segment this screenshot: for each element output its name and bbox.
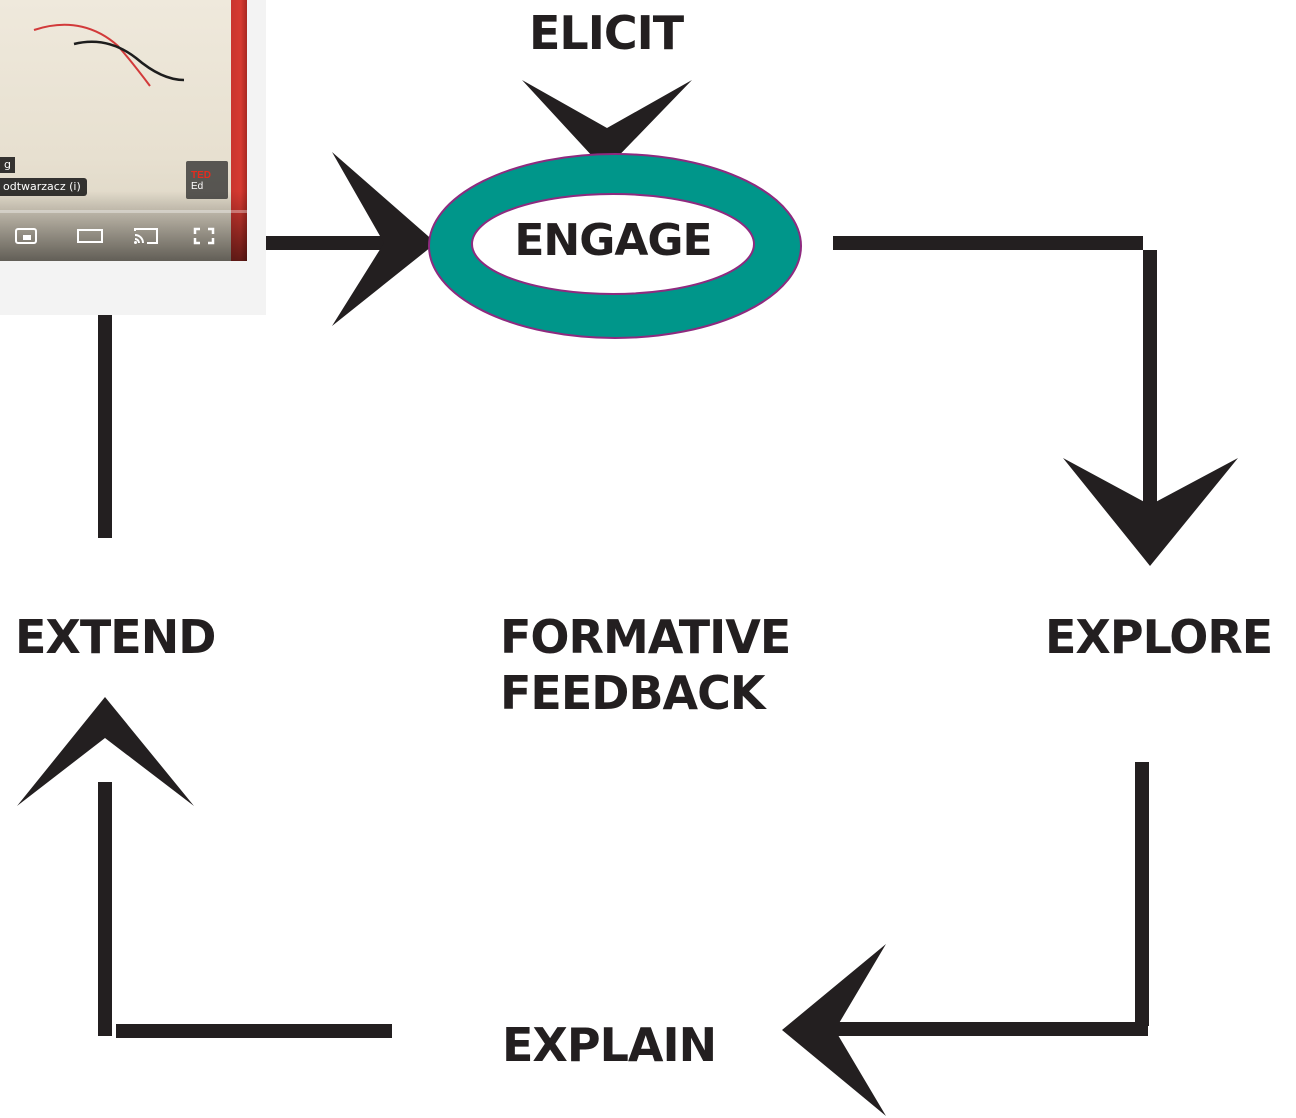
explore-arrowhead bbox=[1063, 458, 1238, 566]
miniplayer-icon[interactable] bbox=[14, 226, 38, 246]
engage-to-explore-line bbox=[833, 236, 1143, 250]
extend-vertical-line bbox=[98, 782, 112, 1036]
channel-logo-bottom: Ed bbox=[191, 181, 204, 192]
engage-inner-ellipse bbox=[471, 193, 755, 295]
center-feedback: FEEDBACK bbox=[500, 666, 766, 720]
explore-down-line bbox=[1143, 250, 1157, 508]
video-player[interactable]: g odtwarzacz (i) TED Ed bbox=[0, 0, 266, 315]
video-sketch-curves bbox=[33, 23, 185, 87]
stage-elicit: ELICIT bbox=[529, 6, 684, 60]
stage-extend: EXTEND bbox=[15, 610, 216, 664]
explain-connector bbox=[830, 1022, 1148, 1036]
top-left-connector bbox=[266, 236, 416, 250]
channel-logo-top: TED bbox=[191, 170, 211, 181]
elicit-arrowhead bbox=[522, 80, 692, 170]
center-formative: FORMATIVE bbox=[500, 610, 791, 664]
explain-arrowhead bbox=[782, 944, 886, 1116]
explain-to-extend-line bbox=[116, 1024, 392, 1038]
video-controls-shade bbox=[0, 191, 247, 261]
theater-mode-icon[interactable] bbox=[76, 226, 104, 246]
channel-logo[interactable]: TED Ed bbox=[186, 161, 228, 199]
extend-up-line bbox=[98, 308, 112, 538]
engage-arrowhead bbox=[332, 152, 436, 326]
cast-icon[interactable] bbox=[132, 226, 160, 246]
explore-to-explain-line bbox=[1135, 762, 1149, 1026]
video-caption-line1: g bbox=[0, 157, 15, 173]
video-progress-bar[interactable] bbox=[0, 210, 247, 213]
stage-explore: EXPLORE bbox=[1045, 610, 1273, 664]
stage-explain: EXPLAIN bbox=[502, 1018, 717, 1072]
video-caption-line2[interactable]: odtwarzacz (i) bbox=[0, 178, 87, 196]
stage-engage: ENGAGE bbox=[514, 215, 712, 266]
fullscreen-icon[interactable] bbox=[192, 226, 216, 246]
extend-arrowhead bbox=[17, 697, 194, 806]
video-frame[interactable]: g odtwarzacz (i) TED Ed bbox=[0, 0, 247, 261]
